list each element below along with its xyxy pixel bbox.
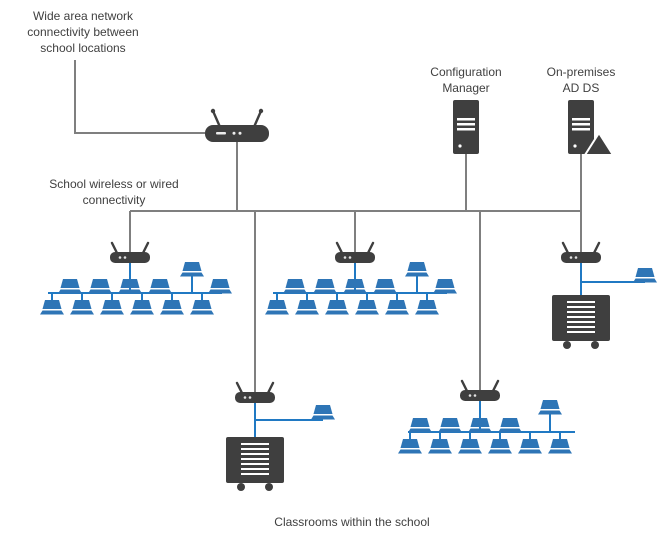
laptop-icon [538, 400, 562, 415]
laptop-icon [373, 279, 397, 294]
configuration-manager-label: Configuration Manager [430, 65, 502, 95]
laptop-icon [180, 262, 204, 277]
school-connectivity-label: School wireless or wired connectivity [49, 177, 179, 207]
laptop-stub-lines [409, 432, 561, 440]
laptop-icon [160, 300, 184, 315]
laptop-icon [40, 300, 64, 315]
wireless-router-icon [203, 107, 271, 144]
classroom-cluster-4 [226, 381, 335, 491]
laptop-icon [313, 279, 337, 294]
laptop-icon [415, 300, 439, 315]
laptop-icon [325, 300, 349, 315]
device-cart-icon [552, 295, 610, 349]
laptop-icon [311, 405, 335, 420]
laptop-icon [488, 439, 512, 454]
laptop-icon [343, 279, 367, 294]
laptop-icon [408, 418, 432, 433]
classroom-cluster-2 [265, 241, 457, 315]
laptop-icon [548, 439, 572, 454]
laptop-icon [208, 279, 232, 294]
wan-line [74, 60, 205, 134]
laptop-icon [265, 300, 289, 315]
laptop-icon [283, 279, 307, 294]
laptop-icon [433, 279, 457, 294]
laptop-icon [633, 268, 657, 283]
device-cart-icon [226, 437, 284, 491]
laptop-stub-lines [51, 293, 203, 301]
laptop-icon [468, 418, 492, 433]
laptop-icon [88, 279, 112, 294]
laptop-icon [118, 279, 142, 294]
laptop-stub-lines [276, 293, 428, 301]
laptop-icon [295, 300, 319, 315]
wan-connectivity-label: Wide area network connectivity between s… [27, 9, 139, 55]
laptop-icon [100, 300, 124, 315]
laptop-icon [355, 300, 379, 315]
laptop-icon [428, 439, 452, 454]
laptop-icon [405, 262, 429, 277]
classroom-cluster-1 [40, 241, 232, 315]
laptop-icon [458, 439, 482, 454]
ad-ds-label: On-premises AD DS [546, 65, 616, 95]
classroom-cluster-3 [552, 241, 657, 349]
laptop-icon [518, 439, 542, 454]
classroom-cluster-5 [398, 379, 575, 454]
classrooms-label: Classrooms within the school [274, 515, 430, 529]
laptop-icon [385, 300, 409, 315]
laptop-icon [190, 300, 214, 315]
laptop-icon [148, 279, 172, 294]
config-manager-server-icon [453, 100, 479, 154]
laptop-icon [130, 300, 154, 315]
laptop-icon [398, 439, 422, 454]
laptop-icon [70, 300, 94, 315]
laptop-icon [438, 418, 462, 433]
laptop-icon [58, 279, 82, 294]
laptop-icon [498, 418, 522, 433]
